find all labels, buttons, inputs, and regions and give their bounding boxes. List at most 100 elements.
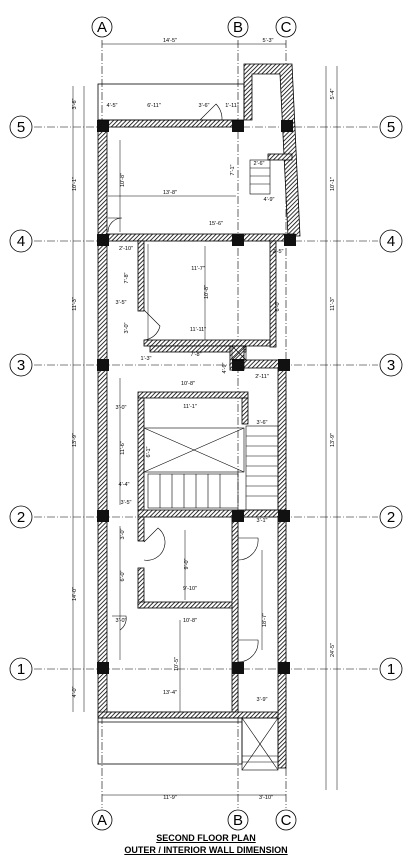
wall-grid-4 xyxy=(106,233,296,242)
dim-r4-2: 2'-10" xyxy=(119,246,133,252)
column-b4 xyxy=(232,234,244,246)
dim-room3-left: 3'-0" xyxy=(116,405,127,411)
dim-right-4-3: 11'-3" xyxy=(330,297,336,311)
stair-flight-right xyxy=(245,425,279,511)
dimension-lines xyxy=(72,43,338,796)
dim-right-3-2: 13'-9" xyxy=(330,433,336,447)
grid-label-5-right: 5 xyxy=(387,119,395,136)
grid-bubble-b-bottom xyxy=(227,809,249,831)
grid-bubble-c-top xyxy=(275,16,297,38)
dim-room5-width: 10'-8" xyxy=(183,618,197,624)
outer-wall-left xyxy=(97,119,108,717)
wall-grid-2 xyxy=(137,509,287,518)
grid-bubble-4-right xyxy=(379,229,403,253)
grid-bubble-a-bottom xyxy=(91,809,113,831)
column-b2 xyxy=(232,510,244,522)
dim-left-top: 3'-6" xyxy=(72,98,78,109)
stair-flight-bottom xyxy=(241,717,279,771)
grid-label-4-left: 4 xyxy=(17,233,25,250)
dim-room5-right: 18'-7" xyxy=(262,613,268,627)
dim-bottom-ab: 11'-9" xyxy=(163,795,177,801)
door-room5b xyxy=(112,615,127,631)
grid-bubble-3-left xyxy=(9,353,33,377)
stair-tower-wall xyxy=(243,63,301,237)
dim-right-2-bottom: 24'-5" xyxy=(330,643,336,657)
drawing-title: SECOND FLOOR PLAN xyxy=(156,833,256,843)
outer-wall-right-lower xyxy=(277,367,287,769)
grid-lines xyxy=(34,40,378,808)
dim-room4-height: 9'-0" xyxy=(184,558,190,569)
grid-bubbles xyxy=(9,16,403,831)
column-c2 xyxy=(278,510,290,522)
column-c4 xyxy=(284,234,296,246)
column-b5 xyxy=(232,120,244,132)
grid-bubble-5-left xyxy=(9,115,33,139)
grid-label-3-right: 3 xyxy=(387,357,395,374)
dim-room2-side: 7'-8" xyxy=(124,272,130,283)
door-balcony xyxy=(199,103,223,121)
dim-right-5-4: 10'-1" xyxy=(330,177,336,191)
grid-bubble-3-right xyxy=(379,353,403,377)
dim-r4-3: 2'-5" xyxy=(273,249,284,255)
dim-r2-2: 3'-1" xyxy=(257,518,268,524)
dim-room1-height: 10'-8" xyxy=(120,173,126,187)
dim-room5-height: 10'-5" xyxy=(174,657,180,671)
grid-label-4-right: 4 xyxy=(387,233,395,250)
dim-left-4-3: 11'-3" xyxy=(72,297,78,311)
dim-r3-3: 10'-8" xyxy=(181,381,195,387)
dim-stair-lbl: 4'-4" xyxy=(119,482,130,488)
dim-room2-width: 11'-7" xyxy=(191,266,205,272)
grid-label-3-left: 3 xyxy=(17,357,25,374)
grid-bubble-4-left xyxy=(9,229,33,253)
dim-room4-left: 6'-0" xyxy=(120,570,126,581)
drawing-subtitle: OUTER / INTERIOR WALL DIMENSION xyxy=(124,845,288,855)
dim-stair-h: 7'-1" xyxy=(230,164,236,175)
grid-label-5-left: 5 xyxy=(17,119,25,136)
stairs xyxy=(143,159,279,771)
dimension-labels: 14'-5" 5'-3" 11'-9" 3'-10" 3'-6" 10'-1" … xyxy=(72,38,336,801)
dim-room3-right: 3'-6" xyxy=(257,420,268,426)
dim-r3-1: 1'-3" xyxy=(141,356,152,362)
dim-wall-113: 1'-11" xyxy=(225,103,239,109)
grid-bubble-labels: A B C A B C 5 4 3 2 1 5 4 3 2 1 xyxy=(17,19,395,829)
grid-bubble-b-top xyxy=(227,16,249,38)
dim-room3-width: 11'-1" xyxy=(183,404,197,410)
grid-bubble-a-top xyxy=(91,16,113,38)
grid-bubble-1-right xyxy=(379,657,403,681)
column-c1 xyxy=(278,662,290,674)
dim-room5-door: 3'-0" xyxy=(116,618,127,624)
dim-void: 6'-1" xyxy=(146,446,152,457)
wall-bottom xyxy=(97,711,279,719)
dim-left-5-4: 10'-1" xyxy=(72,177,78,191)
grid-label-2-left: 2 xyxy=(17,509,25,526)
grid-label-c-top: C xyxy=(281,19,292,36)
column-a1 xyxy=(97,662,109,674)
door-room4b xyxy=(237,537,259,561)
column-a5 xyxy=(97,120,109,132)
dim-opening-top: 6'-11" xyxy=(147,103,161,109)
grid-bubble-2-right xyxy=(379,505,403,529)
column-c5 xyxy=(281,120,293,132)
grid-label-b-top: B xyxy=(233,19,243,36)
dim-left-bottom: 4'-0" xyxy=(72,686,78,697)
dim-stair-4: 4'-9" xyxy=(264,197,275,203)
dim-room2-bottom: 11'-11" xyxy=(190,327,206,333)
column-b3 xyxy=(232,359,244,371)
door-room2 xyxy=(143,309,161,341)
column-a3 xyxy=(97,359,109,371)
dim-room2-right: 6'-0" xyxy=(275,300,281,311)
dim-room4-door: 3'-0" xyxy=(120,528,126,539)
dim-r4-1568: 15'-6" xyxy=(209,221,223,227)
dim-bottom-width: 13'-4" xyxy=(163,690,177,696)
dim-room2-height: 10'-8" xyxy=(204,285,210,299)
dim-room2-door: 3'-0" xyxy=(124,322,130,333)
dim-right-top: 5'-4" xyxy=(330,88,336,99)
dim-bottom-bc: 3'-10" xyxy=(259,795,273,801)
dim-r3-5: 4'-9" xyxy=(222,362,228,373)
column-b1 xyxy=(232,662,244,674)
dim-room3-height: 11'-6" xyxy=(120,441,126,455)
wall-top xyxy=(97,119,239,128)
dim-r2-1: 3'-5" xyxy=(121,500,132,506)
door-room1 xyxy=(107,217,123,233)
